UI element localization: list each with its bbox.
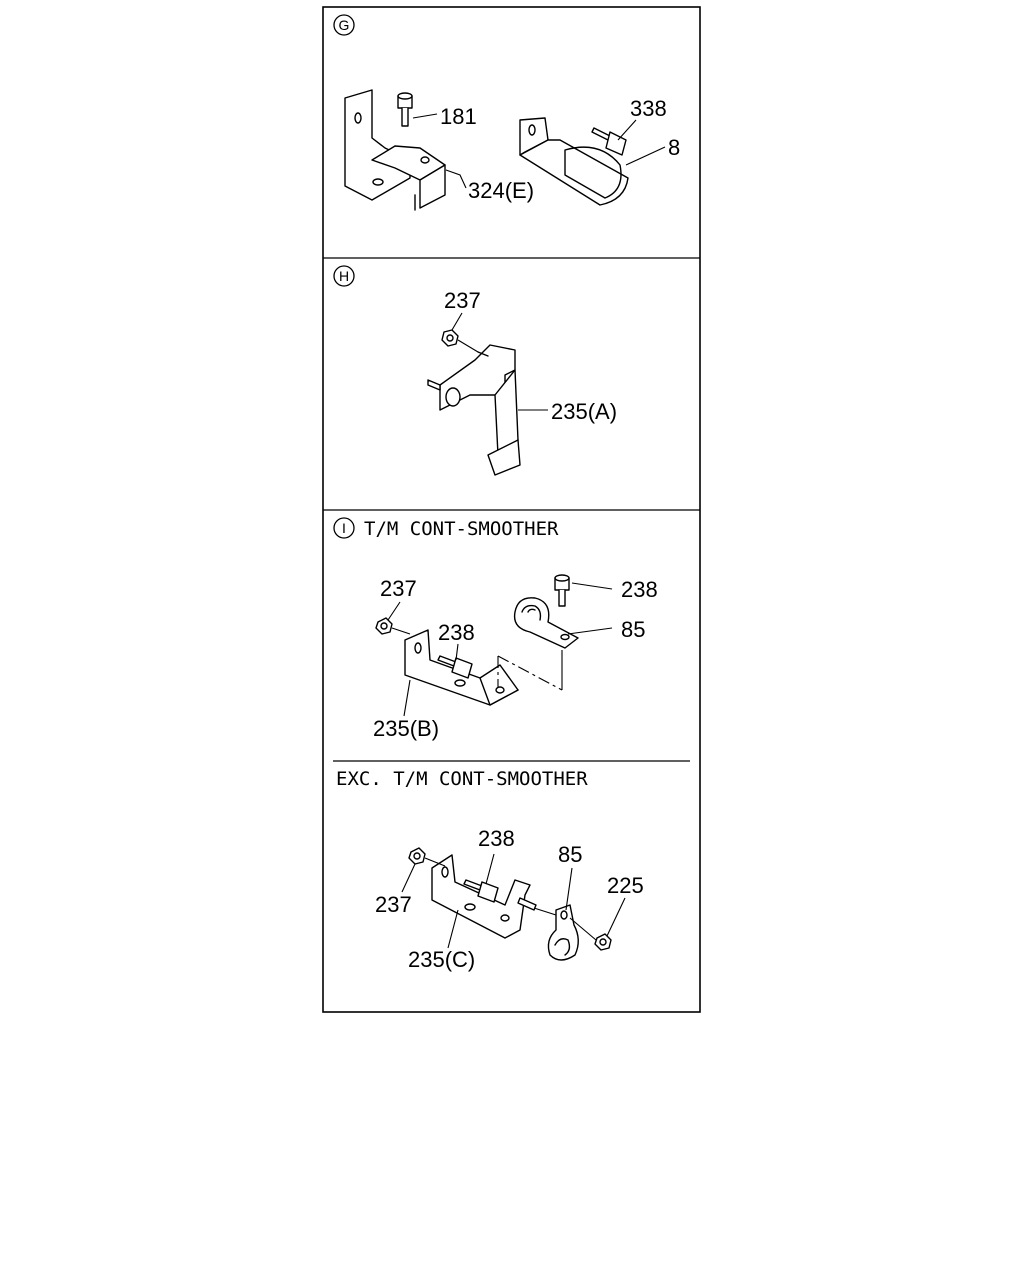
subpanel-exc: EXC. T/M CONT-SMOOTHER (336, 768, 644, 972)
leader-237-exc (401, 863, 416, 893)
panel-heading: T/M CONT-SMOOTHER (364, 518, 559, 540)
leader-338 (617, 119, 637, 141)
guide-clamp-nut (569, 917, 597, 941)
callout-237: 237 (380, 576, 417, 601)
leader-181 (412, 113, 438, 119)
panel-badge-h: H (333, 265, 355, 287)
callout-237: 237 (444, 288, 481, 313)
callout-238: 238 (438, 620, 475, 645)
badge-letter: G (339, 17, 350, 33)
callout-235a: 235(A) (551, 399, 617, 424)
callout-237: 237 (375, 892, 412, 917)
guide-stud-clamp (533, 907, 557, 916)
bolt-338-part (591, 127, 627, 156)
leader-225 (606, 897, 626, 937)
badge-letter: I (342, 520, 346, 536)
callout-8: 8 (668, 135, 680, 160)
nut-225-part (594, 933, 612, 951)
callout-181: 181 (440, 104, 477, 129)
panel-g: G (333, 14, 680, 211)
callout-85: 85 (621, 617, 645, 642)
bracket-235a-part (427, 344, 521, 476)
callout-338: 338 (630, 96, 667, 121)
callout-235c: 235(C) (408, 947, 475, 972)
bolt-238-upper-part (554, 574, 570, 607)
bracket-324e-part (344, 89, 446, 211)
callout-225: 225 (607, 873, 644, 898)
callout-238: 238 (478, 826, 515, 851)
panel-h: H 237 235(A) (333, 265, 617, 476)
callout-235b: 235(B) (373, 716, 439, 741)
clamp-8-part (519, 117, 629, 206)
callout-324e: 324(E) (468, 178, 534, 203)
nut-237-part (375, 617, 393, 635)
guide-237-exc (424, 857, 446, 867)
panel-badge-i: I (333, 517, 355, 539)
leader-85-exc (565, 867, 573, 911)
bolt-238-part (437, 655, 473, 679)
leader-238-exc (485, 853, 495, 885)
stud-part (517, 897, 537, 911)
bracket-235b-part (404, 629, 519, 706)
panel-badge-g: G (333, 14, 355, 36)
bolt-238-part (463, 879, 499, 903)
nut-237-part (441, 329, 459, 347)
badge-letter: H (339, 268, 349, 284)
nut-237-part (408, 847, 426, 865)
leader-8 (625, 146, 666, 166)
subpanel-heading: EXC. T/M CONT-SMOOTHER (336, 768, 588, 790)
leader-85-i (567, 627, 613, 635)
panel-i: I T/M CONT-SMOOTHER (333, 517, 658, 741)
leader-237-i (387, 601, 401, 621)
leader-235c (447, 909, 459, 949)
leader-324e (445, 169, 467, 189)
bolt-181-part (397, 92, 413, 127)
guide-237 (457, 339, 479, 353)
callout-238-upper: 238 (621, 577, 658, 602)
callout-85: 85 (558, 842, 582, 867)
clamp-85-part (547, 904, 579, 961)
leader-238-upper (571, 582, 613, 590)
leader-238-i (455, 643, 459, 661)
clamp-85-part (513, 597, 579, 649)
leader-237 (451, 312, 463, 331)
guide-237-i (391, 627, 411, 635)
leader-235b (403, 679, 411, 717)
